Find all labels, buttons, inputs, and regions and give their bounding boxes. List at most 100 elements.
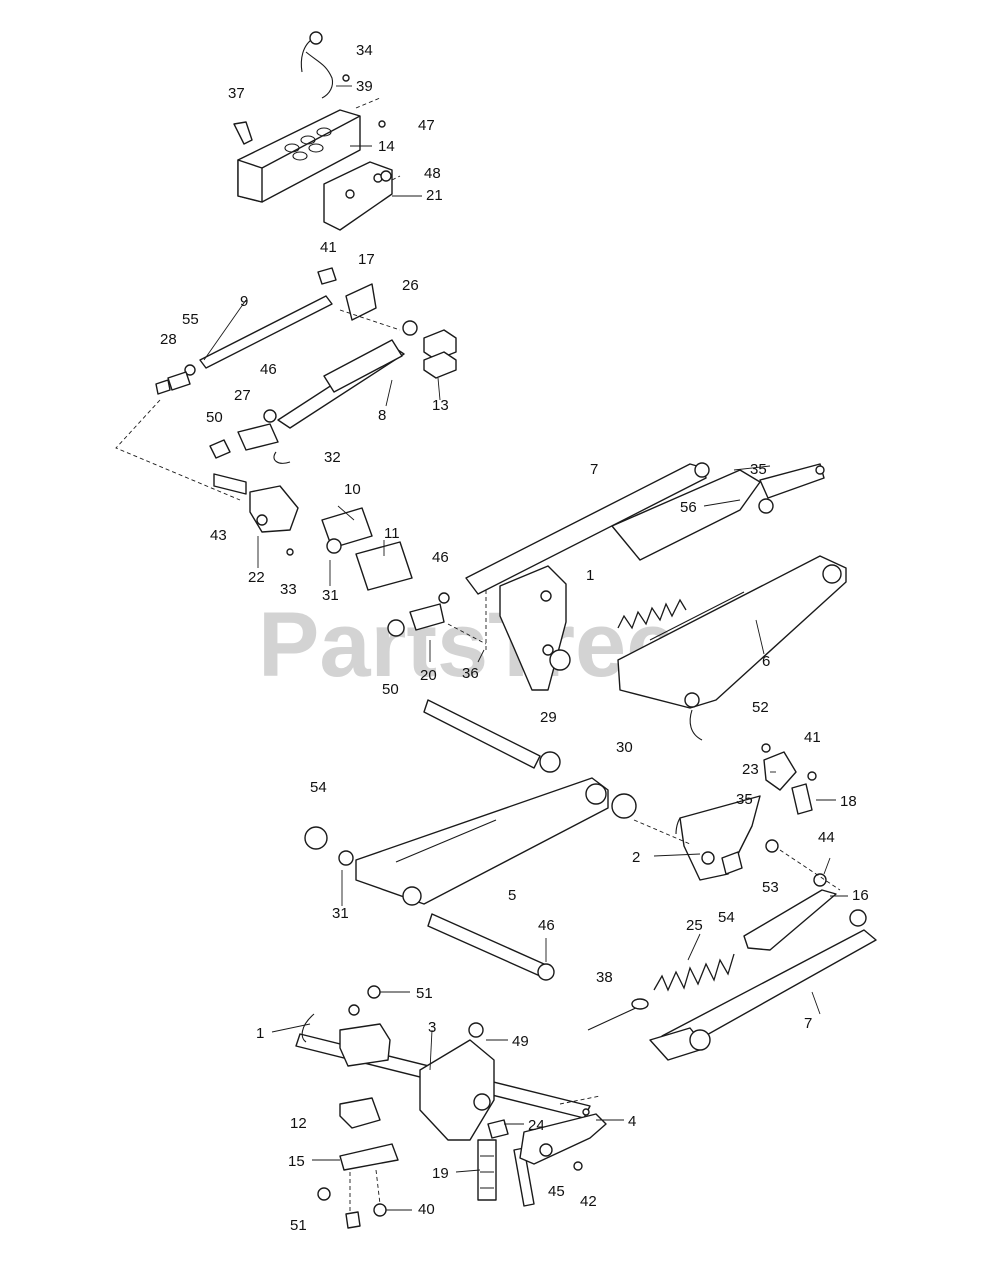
bottom-assembly	[295, 929, 877, 1229]
callout-46: 46	[260, 361, 277, 378]
nut-26	[402, 320, 418, 336]
callout-45: 45	[548, 1183, 565, 1200]
bolt-43	[213, 473, 247, 495]
callout-35-top: 35	[750, 461, 767, 478]
callout-54-left: 54	[310, 779, 327, 796]
pin-44	[813, 873, 827, 887]
shaft-46-lower	[427, 913, 545, 977]
bolt-37	[233, 121, 253, 145]
callout-8: 8	[378, 407, 386, 424]
bushing-20	[409, 603, 445, 631]
callout-50-mid: 50	[382, 681, 399, 698]
bolt-41-right	[807, 771, 817, 781]
pin-33	[286, 548, 294, 556]
bracket-14-side	[237, 159, 263, 203]
callout-36: 36	[462, 665, 479, 682]
ring-31-top	[326, 538, 342, 554]
nut-50-mid	[387, 619, 405, 637]
callouts: 34 39 37 47 14 48 21 41 17 26 9 55 28 13…	[160, 42, 869, 1234]
washer-55	[184, 364, 196, 376]
clip-ring	[309, 31, 323, 45]
callout-12: 12	[290, 1115, 307, 1132]
grip-11	[355, 541, 413, 591]
screw-39	[342, 74, 350, 82]
callout-49: 49	[512, 1033, 529, 1050]
callout-41-right: 41	[804, 729, 821, 746]
callout-28: 28	[160, 331, 177, 348]
clip-32	[273, 451, 291, 464]
shaft-upper-lower	[423, 699, 541, 769]
callout-41: 41	[320, 239, 337, 256]
callout-35-mid: 35	[736, 791, 753, 808]
callout-33: 33	[280, 581, 297, 598]
grip-10	[321, 507, 373, 549]
callout-55: 55	[182, 311, 199, 328]
callout-50: 50	[206, 409, 223, 426]
chain-link-18	[791, 783, 813, 815]
callout-21: 21	[426, 187, 443, 204]
bracket-17	[345, 283, 377, 321]
callout-23: 23	[742, 761, 759, 778]
lower-arm-group	[304, 699, 637, 981]
callout-37: 37	[228, 85, 245, 102]
watermark: PartsTree	[258, 594, 677, 696]
washer-52	[761, 743, 771, 753]
nut-50-left	[209, 439, 231, 459]
callout-54-right: 54	[718, 909, 735, 926]
callout-2: 2	[632, 849, 640, 866]
callout-20: 20	[420, 667, 437, 684]
callout-48: 48	[424, 165, 441, 182]
nut-right	[721, 851, 743, 875]
callout-51-bottom: 51	[290, 1217, 307, 1234]
clamp-12	[339, 1097, 381, 1129]
callout-22: 22	[248, 569, 265, 586]
callout-15: 15	[288, 1153, 305, 1170]
callout-14: 14	[378, 138, 395, 155]
arm-5	[355, 777, 609, 905]
chain-19	[477, 1139, 497, 1201]
screw-42	[573, 1161, 583, 1171]
bracket-3	[419, 1039, 495, 1141]
rod-9	[199, 295, 333, 369]
callout-4: 4	[628, 1113, 636, 1130]
callout-10: 10	[344, 481, 361, 498]
pedal-bracket-assembly	[233, 31, 401, 231]
bushing-28	[167, 371, 191, 391]
arm-22	[249, 485, 299, 533]
link-2	[679, 795, 761, 881]
link-16	[743, 889, 837, 951]
callout-17: 17	[358, 251, 375, 268]
callout-29: 29	[540, 709, 557, 726]
callout-26: 26	[402, 277, 419, 294]
bushing-30	[611, 793, 637, 819]
block-13-top	[423, 329, 457, 361]
callout-6: 6	[762, 653, 770, 670]
callout-32: 32	[324, 449, 341, 466]
callout-44: 44	[818, 829, 835, 846]
nut-47	[378, 120, 386, 128]
callout-53: 53	[762, 879, 779, 896]
ring-31-lower	[338, 850, 354, 866]
nut-48	[380, 170, 392, 182]
spring-upper	[617, 598, 687, 630]
callout-7-top: 7	[590, 461, 598, 478]
pin-24	[487, 1119, 509, 1139]
callout-18: 18	[840, 793, 857, 810]
hairpin-clip-34	[300, 37, 334, 99]
nut-49	[468, 1022, 484, 1038]
nut-46-top	[263, 409, 277, 423]
nut-51-bottom	[317, 1187, 331, 1201]
bolt-45-shaft	[513, 1147, 535, 1207]
callout-31-top: 31	[322, 587, 339, 604]
callout-43: 43	[210, 527, 227, 544]
bushing-27	[237, 423, 279, 451]
right-link-group	[633, 743, 867, 951]
callout-11: 11	[384, 525, 400, 542]
block-13-bottom	[423, 351, 457, 379]
callout-13: 13	[432, 397, 449, 414]
rod-shaft-group	[115, 267, 457, 501]
bolt-41	[317, 267, 337, 285]
pin-35-top	[815, 465, 825, 475]
clamp-1-bottom	[339, 1023, 391, 1067]
